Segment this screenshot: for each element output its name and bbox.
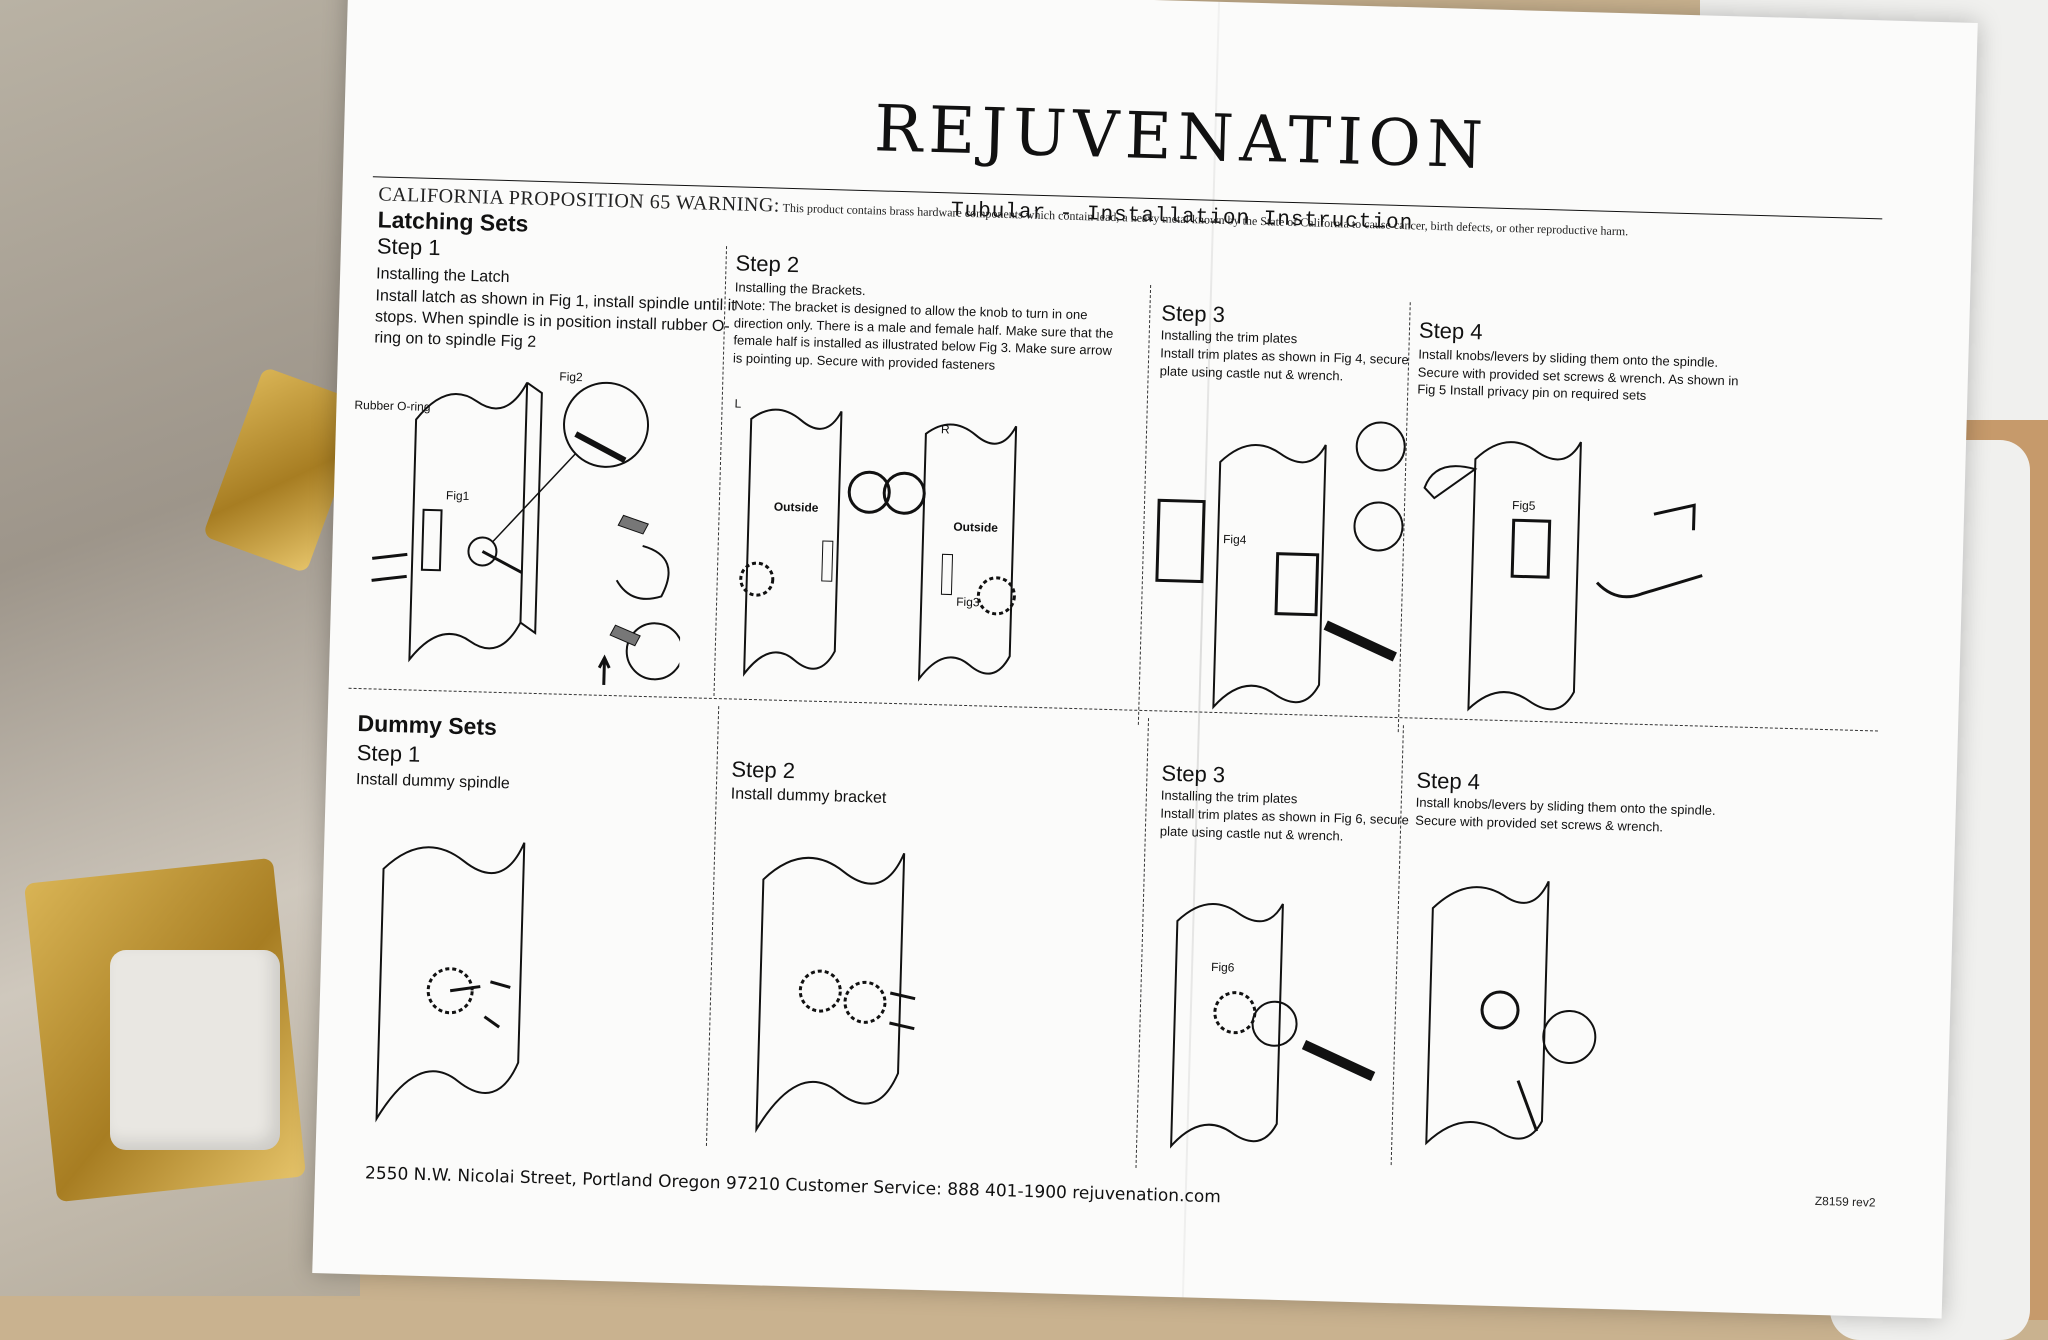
divider-dummy-1-2 xyxy=(705,706,720,1146)
divider-dummy-2-3 xyxy=(1135,718,1150,1168)
latching-step1-text: Install latch as shown in Fig 1, install… xyxy=(374,287,736,351)
warning-text: This product contains brass hardware com… xyxy=(782,200,1629,239)
latching-step2-heading: Step 2 xyxy=(735,250,800,278)
latching-step1-heading: Step 1 xyxy=(376,233,441,261)
dummy-step1-heading: Step 1 xyxy=(356,740,421,767)
latching-sets-title: Latching Sets xyxy=(377,206,529,237)
dummy-step1-text: Install dummy spindle xyxy=(355,771,511,793)
dummy-step3-heading: Step 3 xyxy=(1161,760,1226,788)
latching-step3-heading: Step 3 xyxy=(1161,300,1226,328)
document-code: Z8159 rev2 xyxy=(1814,1193,1876,1210)
step1-latch-illustration xyxy=(348,358,687,707)
dummy-sets-title: Dummy Sets xyxy=(357,710,498,740)
instruction-sheet: REJUVENATION Tubular - Installation Inst… xyxy=(312,0,1978,1319)
step3-trim-illustration xyxy=(1143,400,1432,728)
dummy-step4-illustration xyxy=(1406,848,1665,1165)
dummy-step4-text: Install knobs/levers by sliding them ont… xyxy=(1415,794,1716,835)
dummy-step4-heading: Step 4 xyxy=(1416,767,1481,795)
dummy-step1-illustration xyxy=(356,808,565,1143)
latching-step4-heading: Step 4 xyxy=(1418,317,1483,345)
latching-step1-subheading: Installing the Latch xyxy=(375,265,510,287)
prop65-warning: CALIFORNIA PROPOSITION 65 WARNING: This … xyxy=(378,183,1898,248)
latching-step2-text: Note: The bracket is designed to allow t… xyxy=(732,297,1114,373)
dummy-step3-illustration xyxy=(1151,870,1409,1167)
footer-address: 2550 N.W. Nicolai Street, Portland Orego… xyxy=(364,1163,1222,1208)
latching-step4-text: Install knobs/levers by sliding them ont… xyxy=(1417,346,1739,403)
dummy-step2-text: Install dummy bracket xyxy=(730,785,887,807)
step2-bracket-illustration xyxy=(723,398,1041,707)
plastic-packaged-part xyxy=(110,950,280,1150)
dummy-step2-heading: Step 2 xyxy=(731,756,796,784)
latching-step3-text: Install trim plates as shown in Fig 4, s… xyxy=(1159,345,1409,383)
dummy-step3-text: Install trim plates as shown in Fig 6, s… xyxy=(1159,805,1410,844)
dummy-step2-illustration xyxy=(736,819,945,1154)
brand-logo: REJUVENATION xyxy=(873,92,1490,184)
step4-lever-illustration xyxy=(1408,407,1717,735)
